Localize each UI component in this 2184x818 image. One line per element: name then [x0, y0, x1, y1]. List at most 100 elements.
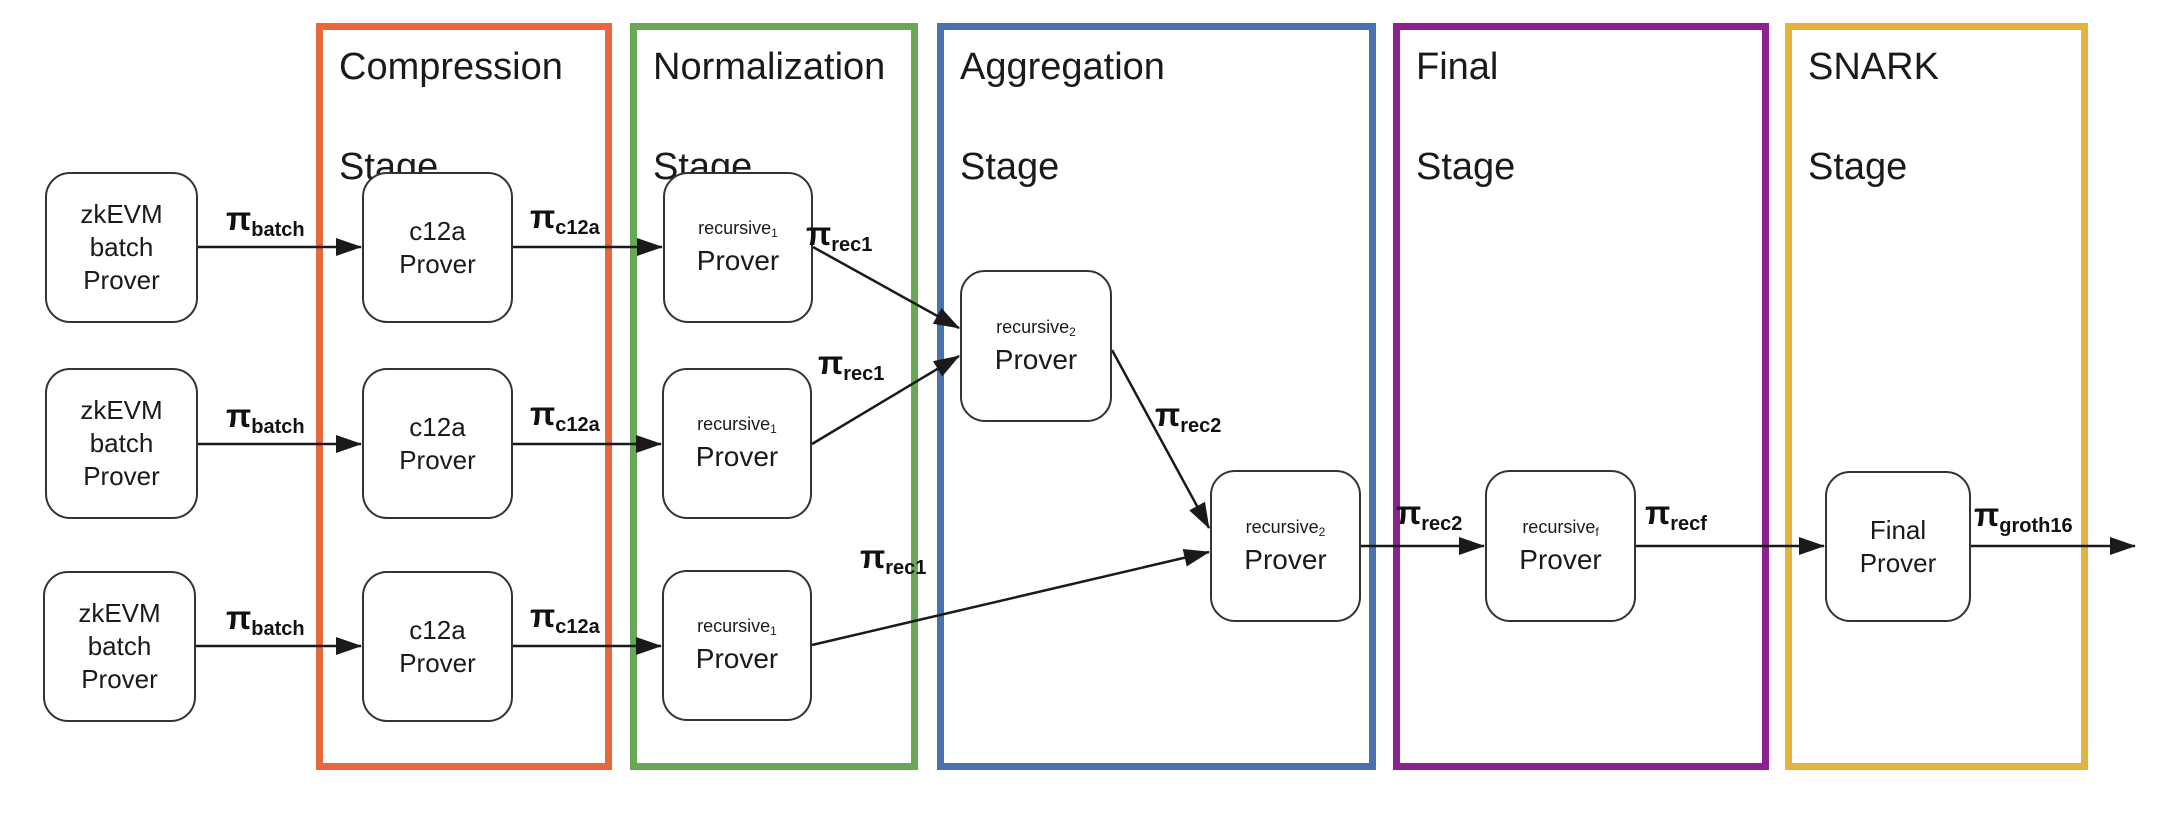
node-c12a-prover-1: c12a Prover: [362, 172, 513, 323]
node-zkevm-batch-prover-1: zkEVM batch Prover: [45, 172, 198, 323]
node-label: c12a: [409, 614, 466, 645]
stage-compression-title-line1: Compression: [339, 46, 563, 88]
label-pi-rec2-diagonal: πrec2: [1155, 396, 1221, 438]
label-pi-c12a-1: πc12a: [530, 198, 600, 240]
pi-symbol: π: [226, 599, 252, 636]
pi-subscript: c12a: [555, 616, 600, 638]
node-final-prover: Final Prover: [1825, 471, 1971, 622]
node-label: recursive1: [697, 615, 777, 642]
pi-symbol: π: [530, 395, 556, 432]
node-label: batch: [89, 232, 154, 262]
pi-symbol: π: [818, 344, 844, 381]
node-recursive1-prover-3: recursive1 Prover: [662, 570, 812, 721]
node-label: Prover: [1519, 543, 1602, 575]
node-recursive2-prover-upper: recursive2 Prover: [960, 270, 1112, 422]
node-label-subscript: 1: [770, 624, 777, 638]
node-label-subscript: 1: [771, 226, 778, 240]
node-label: recursive2: [996, 316, 1076, 343]
pi-subscript: rec2: [1180, 415, 1222, 437]
node-recursive1-prover-1: recursive1 Prover: [663, 172, 813, 323]
stage-snark-title-line2: Stage: [1808, 146, 1908, 189]
pi-symbol: π: [1155, 396, 1181, 433]
pi-subscript: groth16: [1999, 515, 2073, 537]
node-label: recursive1: [697, 413, 777, 440]
pi-subscript: c12a: [555, 217, 600, 239]
stage-snark-title-line1: SNARK: [1808, 46, 1939, 88]
node-label: zkEVM: [80, 395, 163, 425]
node-label: zkEVM: [78, 598, 161, 628]
node-label: batch: [89, 428, 154, 458]
pi-symbol: π: [1645, 494, 1671, 531]
node-c12a-prover-3: c12a Prover: [362, 571, 513, 722]
node-label-base: recursive: [698, 218, 772, 238]
node-label: batch: [87, 631, 152, 661]
stage-compression-title: Compression Stage: [339, 42, 563, 192]
node-label: c12a: [409, 411, 466, 442]
pi-subscript: batch: [251, 219, 305, 241]
stage-compression: Compression Stage: [316, 23, 612, 770]
node-label: Prover: [83, 265, 160, 295]
node-label-base: recursive: [996, 316, 1070, 337]
stage-normalization-title: Normalization Stage: [653, 42, 885, 192]
stage-final-title-line1: Final: [1416, 46, 1499, 88]
label-pi-rec2-horizontal: πrec2: [1396, 494, 1462, 536]
node-label: recursive2: [1246, 516, 1326, 543]
pi-subscript: rec1: [831, 234, 873, 256]
node-c12a-prover-2: c12a Prover: [362, 368, 513, 519]
node-recursivef-prover: recursivef Prover: [1485, 470, 1636, 622]
node-label: zkEVM: [80, 199, 163, 229]
node-label-base: recursive: [1522, 516, 1596, 537]
stage-final: Final Stage: [1393, 23, 1769, 770]
label-pi-rec1-1: πrec1: [806, 215, 872, 257]
stage-snark: SNARK Stage: [1785, 23, 2088, 770]
stage-normalization-title-line1: Normalization: [653, 46, 886, 88]
node-label: Final: [1869, 514, 1927, 545]
node-zkevm-batch-prover-2: zkEVM batch Prover: [45, 368, 198, 519]
label-pi-groth16: πgroth16: [1974, 496, 2073, 538]
label-pi-batch-1: πbatch: [226, 200, 305, 242]
stage-aggregation-title-line2: Stage: [960, 146, 1060, 189]
node-label: Prover: [81, 664, 158, 694]
label-pi-c12a-3: πc12a: [530, 597, 600, 639]
label-pi-rec1-2: πrec1: [818, 344, 884, 386]
label-pi-recf: πrecf: [1645, 494, 1707, 536]
pi-symbol: π: [806, 215, 832, 252]
pi-symbol: π: [1396, 494, 1422, 531]
label-pi-c12a-2: πc12a: [530, 395, 600, 437]
pi-subscript: batch: [251, 618, 305, 640]
node-recursive1-prover-2: recursive1 Prover: [662, 368, 812, 519]
stage-final-title-line2: Stage: [1416, 146, 1516, 189]
node-recursive2-prover-lower: recursive2 Prover: [1210, 470, 1361, 622]
node-label: Prover: [399, 647, 476, 678]
node-label: Prover: [695, 643, 779, 674]
pi-symbol: π: [860, 538, 886, 575]
node-label-base: recursive: [697, 414, 771, 434]
node-label-subscript: 2: [1069, 324, 1076, 339]
node-label: Prover: [399, 248, 476, 279]
stage-snark-title: SNARK Stage: [1808, 42, 1939, 192]
node-label: recursivef: [1522, 516, 1598, 543]
pi-symbol: π: [1974, 496, 2000, 533]
label-pi-batch-2: πbatch: [226, 397, 305, 439]
node-label: Prover: [399, 444, 476, 475]
node-label: Prover: [1244, 543, 1327, 575]
node-label-subscript: f: [1595, 524, 1599, 539]
node-label: Prover: [1859, 547, 1937, 578]
pi-subscript: rec1: [843, 363, 885, 385]
node-label-base: recursive: [697, 616, 771, 636]
pi-symbol: π: [226, 200, 252, 237]
node-label-subscript: 2: [1318, 524, 1326, 539]
node-label: Prover: [695, 441, 779, 472]
pi-symbol: π: [530, 198, 556, 235]
stage-aggregation-title-line1: Aggregation: [960, 46, 1165, 88]
node-zkevm-batch-prover-3: zkEVM batch Prover: [43, 571, 196, 722]
stage-aggregation-title: Aggregation Stage: [960, 42, 1165, 192]
pi-subscript: rec2: [1421, 513, 1463, 535]
label-pi-rec1-3: πrec1: [860, 538, 926, 580]
node-label-subscript: 1: [770, 422, 777, 436]
pi-subscript: recf: [1670, 513, 1707, 535]
pi-subscript: rec1: [885, 557, 927, 579]
node-label: recursive1: [698, 217, 778, 244]
node-label: c12a: [409, 215, 466, 246]
